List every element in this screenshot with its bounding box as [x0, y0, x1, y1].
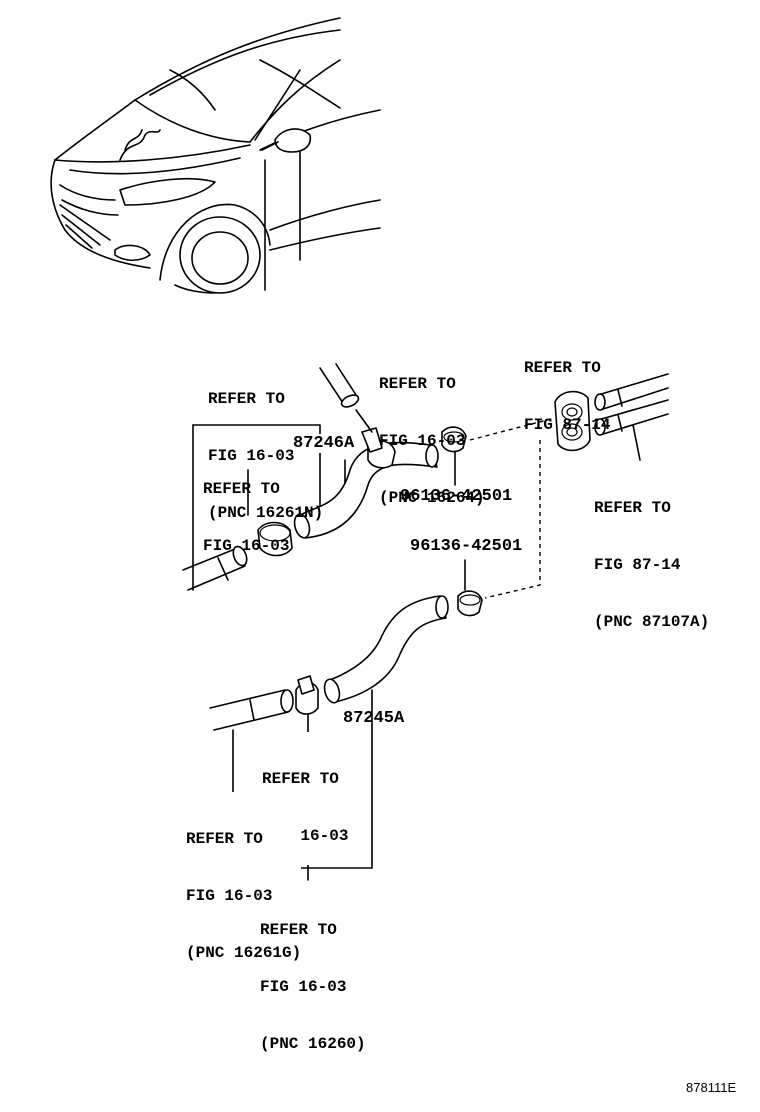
callout-refer-16261g: REFER TO FIG 16-03 (PNC 16261G) — [186, 792, 302, 982]
callout-refer-87107a: REFER TO FIG 87-14 (PNC 87107A) — [594, 499, 710, 631]
grommet-assembly — [554, 373, 669, 452]
callout-refer-16264: REFER TO FIG 16-03 (PNC 16264) — [379, 375, 485, 507]
lower-hose-assembly — [209, 590, 483, 731]
part-number-upper-clip: 96136-42501 — [400, 487, 513, 506]
part-number-lower-clip: 96136-42501 — [410, 537, 523, 556]
vehicle-illustration — [50, 17, 381, 294]
figure-id: 878111E — [686, 1080, 737, 1095]
callout-refer-16261n: REFER TO FIG 16-03 (PNC 16261N) — [208, 390, 324, 522]
upper-hose-assembly — [182, 363, 467, 591]
part-number-87246a: 87246A — [293, 434, 355, 453]
callout-refer-16-03-upper-clamp: REFER TO FIG 16-03 — [203, 480, 290, 555]
callout-refer-16260: REFER TO FIG 16-03 (PNC 16260) — [260, 921, 366, 1053]
part-number-87245a: 87245A — [343, 709, 405, 728]
callout-refer-87-14-grommet: REFER TO FIG 87-14 — [524, 359, 611, 434]
